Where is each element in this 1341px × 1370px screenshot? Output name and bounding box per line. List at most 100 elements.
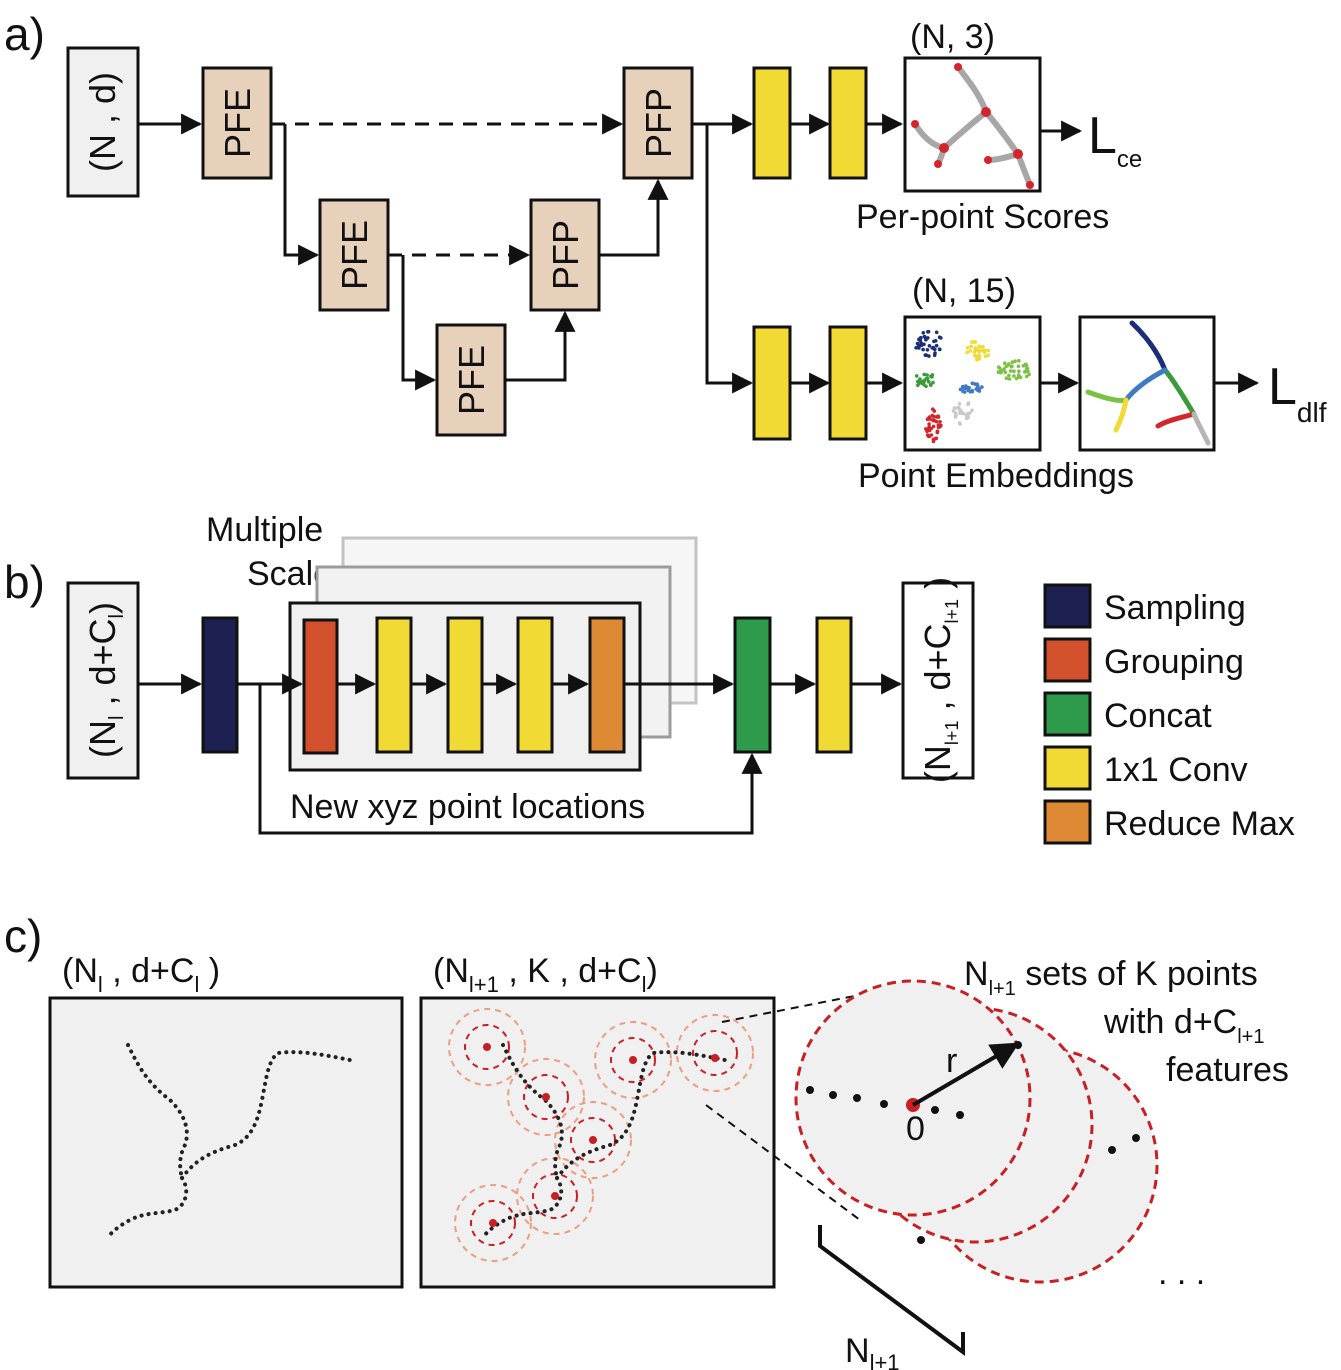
embedding-point [937, 335, 942, 340]
pfe-block-1 [201, 66, 273, 180]
embedding-point [958, 408, 962, 413]
count-label: Nl+1 [845, 1332, 900, 1370]
embedding-point [926, 330, 930, 334]
embedding-clusters[interactable] [914, 329, 1031, 444]
embedding-point [976, 348, 980, 353]
embedding-point [966, 415, 970, 420]
count-bracket [818, 1225, 965, 1356]
input-label-a: (N , d) [82, 72, 123, 172]
embedding-point [930, 346, 935, 350]
concat-block [733, 616, 772, 754]
embedding-point [1017, 358, 1021, 363]
embedding-point [932, 418, 937, 423]
embedding-point [1025, 366, 1029, 371]
pfp-label-1: PFP [545, 220, 586, 290]
embedding-point [922, 334, 927, 339]
pfe-label-3: PFE [451, 345, 492, 415]
pfe-label-2: PFE [334, 220, 375, 290]
embedding-point [1014, 376, 1019, 381]
embedding-point [977, 344, 981, 349]
input-box-a [66, 46, 140, 198]
embedding-point [1012, 374, 1016, 378]
embedding-point [951, 409, 956, 413]
embedding-point [934, 415, 939, 419]
embedding-point [970, 408, 974, 413]
legend-swatch-conv [1043, 745, 1092, 791]
embedding-point [925, 348, 930, 352]
embedding-point [964, 385, 969, 389]
conv-block-b-1 [375, 616, 413, 754]
embedding-point [1018, 375, 1023, 380]
legend-label-concat: Concat [1104, 697, 1212, 735]
embedding-point [930, 413, 935, 418]
embedding-point [930, 375, 934, 379]
panel-b: b) Multiple Scales (Nl , d+Cl) (Nl+1 , d… [4, 511, 1295, 845]
embedding-point [986, 348, 991, 353]
reduce-max-block [588, 616, 626, 754]
embedding-point [914, 346, 918, 350]
embedding-point [961, 411, 966, 416]
embedding-point [927, 422, 931, 426]
pfe-label-1: PFE [217, 88, 258, 158]
sets-label-line3: features [1166, 1051, 1289, 1089]
legend-label-sampling: Sampling [1104, 589, 1246, 627]
embedding-point [927, 344, 932, 348]
panel-a: a) (N , d) PFE PFE PFE PFP PFP [4, 8, 1327, 495]
pfp-block-1 [529, 198, 601, 312]
embedding-point [974, 387, 978, 391]
embedding-point [977, 357, 982, 361]
conv-block-top-2 [828, 66, 868, 180]
panel-b-label: b) [4, 556, 45, 608]
output-box-b [901, 581, 975, 780]
legend-label-reduce-max: Reduce Max [1104, 805, 1295, 843]
panel-a-label: a) [4, 8, 45, 60]
sets-label-line2: with d+Cl+1 [1103, 1003, 1264, 1048]
embedding-point [918, 377, 922, 381]
embedding-point [1010, 364, 1014, 369]
embedding-point [957, 421, 962, 425]
origin-label: 0 [906, 1110, 925, 1148]
embedding-point [952, 406, 957, 410]
embed-caption: Point Embeddings [858, 457, 1134, 495]
conv-block-b-2 [446, 616, 484, 754]
embedding-point [1001, 368, 1006, 372]
panel-b-connections [138, 673, 903, 835]
multi-scale-label-1: Multiple [206, 511, 323, 549]
legend-label-grouping: Grouping [1104, 643, 1244, 681]
embedding-point [918, 338, 923, 343]
embedding-point [968, 349, 973, 353]
embedding-point [965, 346, 970, 350]
embed-shape-label: (N, 15) [912, 272, 1016, 310]
mid-grid-title: (Nl+1 , K , d+Cl) [433, 952, 658, 997]
embedding-point [924, 377, 928, 381]
scores-box [903, 56, 1042, 193]
conv-block-bottom-2 [828, 325, 868, 441]
legend: Sampling Grouping Concat 1x1 Conv Reduce… [1043, 583, 1295, 845]
embedding-point [939, 423, 943, 428]
embedding-point [919, 335, 923, 340]
panel-c-label: c) [4, 910, 42, 962]
embedding-point [1008, 369, 1013, 373]
embedding-point [916, 379, 920, 384]
instance-branches [1085, 320, 1211, 446]
embedding-point [1010, 360, 1014, 365]
conv-block-b-3 [516, 616, 554, 754]
legend-label-conv: 1x1 Conv [1104, 751, 1248, 789]
embedding-point [957, 405, 961, 410]
embedding-point [925, 429, 929, 434]
embedding-point [934, 436, 939, 441]
panel-a-connections [138, 113, 1260, 394]
embedding-point [921, 347, 925, 352]
embedding-point [917, 344, 921, 348]
radius-label: r [946, 1042, 957, 1080]
zoom-lines [705, 989, 886, 1221]
input-label-b: (Nl , d+Cl) [82, 602, 128, 758]
loss-dlf-label: Ldlf [1268, 358, 1327, 428]
embedding-point [1004, 364, 1009, 369]
embedding-point [926, 336, 930, 340]
embedding-point [927, 380, 931, 384]
mid-point-cloud [481, 1043, 727, 1239]
embedding-point [935, 429, 940, 434]
panel-c: c) (Nl , d+Cl ) (Nl+1 , K , d+Cl) [4, 910, 1289, 1370]
